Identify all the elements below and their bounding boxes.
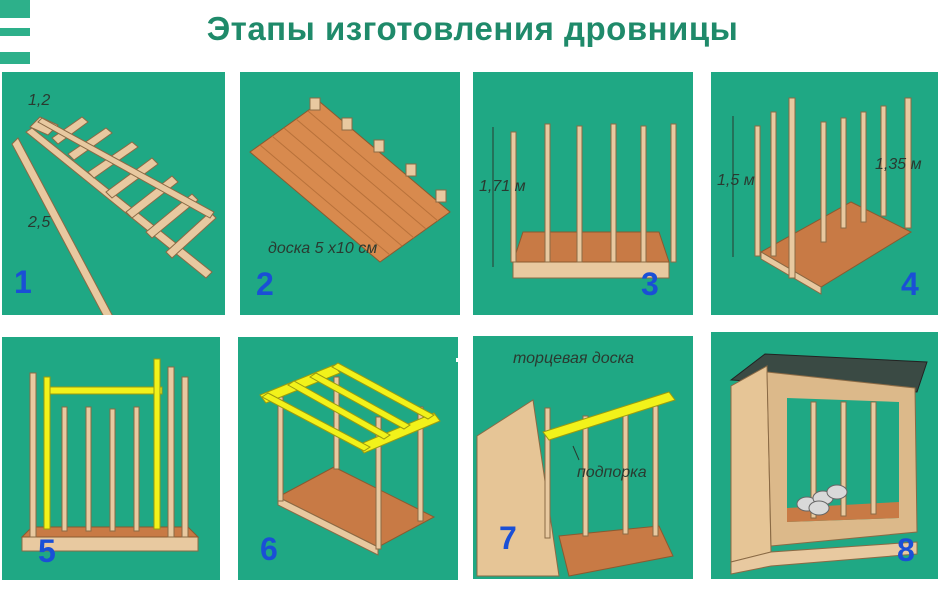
dimension-label-width: 1,2 [28, 92, 51, 109]
rear-post-height-label: 1,35 м [875, 156, 922, 173]
board-size-label: доска 5 х10 см [268, 240, 378, 257]
step-number: 3 [641, 266, 659, 302]
step-panel-7: торцевая доска подпорка 7 [473, 336, 693, 579]
roof-frame-illustration [259, 362, 441, 556]
step-number: 6 [260, 531, 278, 567]
corner-stripe-mid [0, 28, 30, 36]
posts-heights-illustration [732, 97, 913, 295]
posts-illustration [492, 123, 677, 279]
step-panel-6: 6 [238, 337, 458, 580]
step-number: 8 [897, 532, 915, 568]
dimension-label-length: 2,5 [28, 214, 51, 231]
step-panel-8: 8 [711, 332, 938, 579]
corner-stripe-top [0, 0, 30, 18]
corner-stripe-bottom [0, 52, 30, 64]
wall-illustration [476, 391, 676, 577]
frame-illustration [11, 116, 217, 315]
end-board-label: торцевая доска [513, 350, 635, 367]
step-number: 4 [901, 266, 919, 302]
beams-illustration [20, 358, 200, 552]
step-number: 2 [256, 266, 274, 302]
step-panel-1: 1,2 2,5 1 [2, 72, 225, 315]
separator-dot [456, 358, 472, 362]
step-number: 1 [14, 264, 32, 300]
step-panel-2: доска 5 х10 см 2 [240, 72, 460, 315]
front-post-height-label: 1,5 м [717, 172, 755, 189]
finished-woodshed-illustration [729, 353, 928, 575]
floor-illustration [249, 97, 451, 263]
step-number: 7 [499, 520, 517, 556]
step-number: 5 [38, 533, 56, 569]
step-panel-5: 5 [2, 337, 220, 580]
post-height-label: 1,71 м [479, 178, 526, 195]
support-label: подпорка [577, 464, 647, 481]
step-panel-3: 1,71 м 3 [473, 72, 693, 315]
step-panel-4: 1,5 м 1,35 м 4 [711, 72, 938, 315]
page-title: Этапы изготовления дровницы [206, 10, 739, 47]
